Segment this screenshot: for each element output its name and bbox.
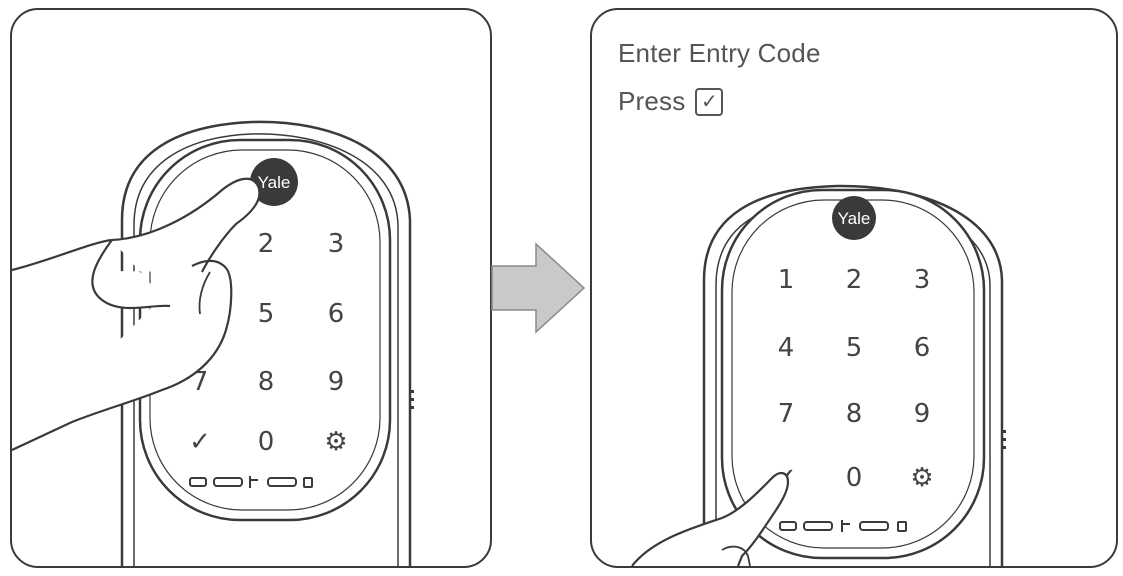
key-5: 5 <box>258 299 275 329</box>
instruction-press-check: Press ✓ <box>618 86 724 117</box>
hand-illustration-left <box>12 177 261 451</box>
instruction-press-label: Press <box>618 86 686 116</box>
key-4: 4 <box>778 333 795 363</box>
brand-label: Yale <box>258 173 291 192</box>
yale-logo-right <box>832 196 876 240</box>
key-6: 6 <box>328 299 345 329</box>
key-8: 8 <box>258 367 275 397</box>
key-settings: ⚙ <box>324 427 347 457</box>
key-5-right: 5 <box>846 333 863 363</box>
key-2-right: 2 <box>846 265 863 295</box>
key-3: 3 <box>328 229 345 259</box>
keypad-face-right <box>720 188 986 560</box>
right-illustration-panel: Enter Entry Code Press ✓ Yale 1 2 3 4 5 … <box>590 8 1118 568</box>
key-9: 9 <box>328 367 345 397</box>
lock-illustration-right: Yale 1 2 3 4 5 6 7 8 9 ✓ 0 ⚙ <box>631 184 1006 566</box>
key-7: 7 <box>192 367 209 397</box>
key-8-right: 8 <box>846 399 863 429</box>
next-step-arrow-icon <box>491 242 586 334</box>
lock-illustration-left: Yale 2 3 5 6 7 8 9 ✓ 0 ⚙ <box>12 120 414 566</box>
lock-housing-outline <box>120 120 412 566</box>
checkmark-box-icon: ✓ <box>695 87 724 116</box>
key-2: 2 <box>258 229 275 259</box>
status-indicators <box>189 476 313 488</box>
key-1: 1 <box>778 265 795 295</box>
key-6-right: 6 <box>914 333 931 363</box>
key-check: ✓ <box>189 427 211 457</box>
left-illustration-panel: Yale 2 3 5 6 7 8 9 ✓ 0 ⚙ <box>10 8 492 568</box>
key-settings-right: ⚙ <box>910 463 933 493</box>
hand-illustration-right <box>631 472 790 566</box>
key-9-right: 9 <box>914 399 931 429</box>
yale-logo <box>250 158 298 206</box>
key-0: 0 <box>258 427 275 457</box>
instruction-enter-code: Enter Entry Code <box>618 38 821 68</box>
status-indicators-right <box>779 520 907 532</box>
key-3-right: 3 <box>914 265 931 295</box>
key-0-right: 0 <box>846 463 863 493</box>
brand-label-right: Yale <box>838 209 871 228</box>
key-7-right: 7 <box>778 399 795 429</box>
